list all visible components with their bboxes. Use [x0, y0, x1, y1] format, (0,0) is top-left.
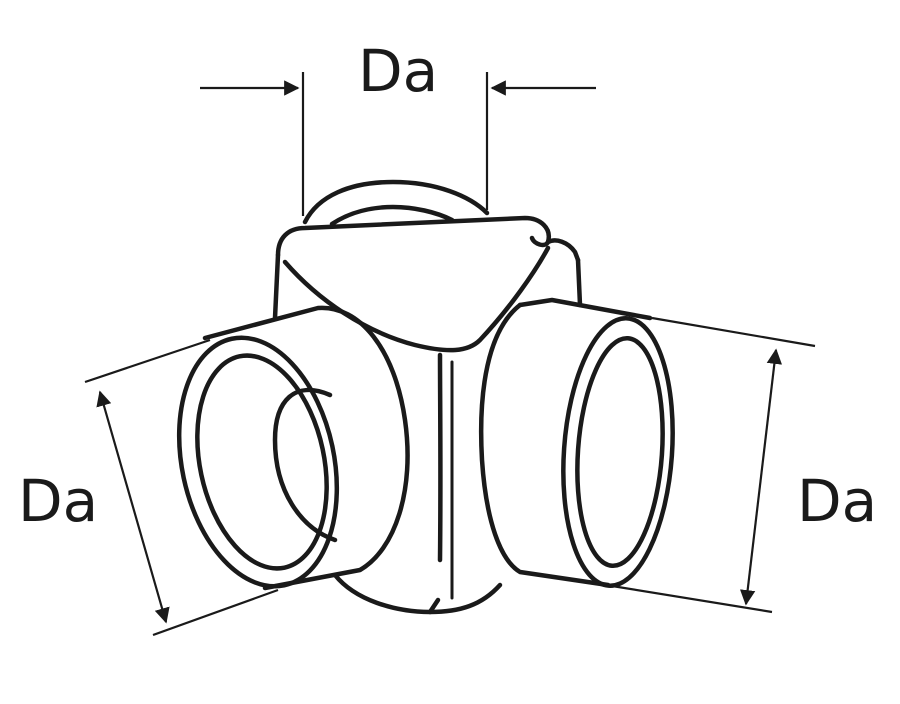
right-diameter-label: Da	[797, 467, 878, 535]
right-dimension-line	[739, 348, 783, 606]
left-extension-line-bottom	[152, 588, 279, 637]
right-extension-line-top	[651, 316, 816, 348]
left-diameter-label: Da	[18, 467, 99, 535]
left-extension-line-top	[84, 338, 211, 384]
top-socket	[302, 179, 490, 227]
connector-body	[272, 215, 583, 615]
right-extension-line-bottom	[611, 584, 773, 614]
top-diameter-label: Da	[358, 37, 439, 105]
left-socket	[176, 305, 410, 591]
right-socket	[478, 297, 675, 588]
left-dimension-line	[96, 390, 170, 624]
